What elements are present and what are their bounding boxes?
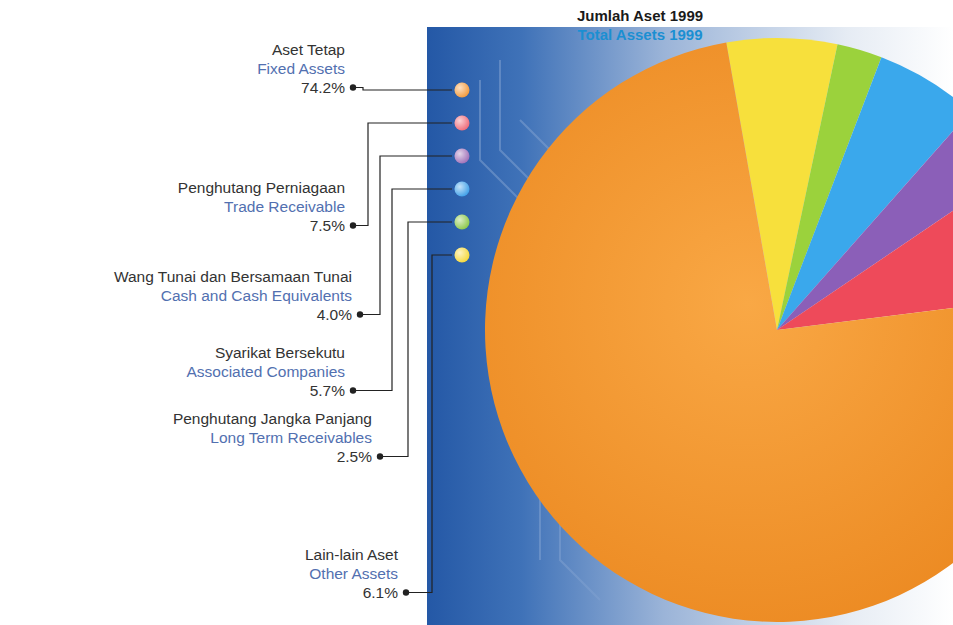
percentage: 2.5%: [337, 447, 372, 466]
title-block: Jumlah Aset 1999Total Assets 1999: [520, 6, 760, 44]
percentage-line: 74.2%: [257, 78, 345, 97]
pie-slice: [485, 42, 953, 622]
label-malay: Syarikat Bersekutu: [186, 343, 345, 362]
percentage-line: 6.1%: [305, 583, 398, 602]
percentage-line: 4.0%: [114, 305, 352, 324]
percentage: 5.7%: [310, 381, 345, 400]
pie-chart: [485, 38, 953, 622]
leader-line: [406, 255, 452, 593]
dot-shine: [455, 149, 470, 164]
label-english: Trade Receivable: [178, 197, 345, 216]
label-english: Fixed Assets: [257, 59, 345, 78]
leader-line: [353, 189, 452, 391]
percentage-line: 2.5%: [173, 447, 372, 466]
leader-line: [353, 123, 452, 226]
percentage-line: 5.7%: [186, 381, 345, 400]
label-malay: Aset Tetap: [257, 40, 345, 59]
legend-dots: [455, 83, 470, 263]
legend-label: Syarikat BersekutuAssociated Companies5.…: [186, 343, 345, 400]
legend-label: Lain-lain AsetOther Assets6.1%: [305, 545, 398, 602]
label-malay: Penghutang Jangka Panjang: [173, 409, 372, 428]
legend-label: Penghutang PerniagaanTrade Receivable7.5…: [178, 178, 345, 235]
label-english: Associated Companies: [186, 362, 345, 381]
pie-slice: [777, 166, 953, 330]
leader-line: [380, 222, 452, 457]
dot-shine: [455, 83, 470, 98]
percentage: 4.0%: [317, 305, 352, 324]
label-english: Long Term Receivables: [173, 428, 372, 447]
dot: [455, 215, 470, 230]
label-english: Cash and Cash Equivalents: [114, 286, 352, 305]
label-malay: Lain-lain Aset: [305, 545, 398, 564]
dot-shine: [455, 182, 470, 197]
dot: [455, 248, 470, 263]
chart-title: Jumlah Aset 1999: [520, 6, 760, 25]
percentage-line: 7.5%: [178, 216, 345, 235]
percentage: 7.5%: [310, 216, 345, 235]
dot-shine: [455, 248, 470, 263]
leader-line: [353, 88, 452, 91]
dot-shine: [455, 215, 470, 230]
label-malay: Penghutang Perniagaan: [178, 178, 345, 197]
percentage: 74.2%: [301, 78, 345, 97]
label-malay: Wang Tunai dan Bersamaan Tunai: [114, 267, 352, 286]
dot: [455, 83, 470, 98]
dot: [455, 116, 470, 131]
label-english: Other Assets: [305, 564, 398, 583]
chart-subtitle: Total Assets 1999: [520, 25, 760, 44]
dot: [455, 149, 470, 164]
leader-line: [360, 156, 452, 315]
dot: [455, 182, 470, 197]
legend-label: Wang Tunai dan Bersamaan TunaiCash and C…: [114, 267, 352, 324]
percentage: 6.1%: [363, 583, 398, 602]
legend-label: Penghutang Jangka PanjangLong Term Recei…: [173, 409, 372, 466]
legend-label: Aset TetapFixed Assets74.2%: [257, 40, 345, 97]
dot-shine: [455, 116, 470, 131]
